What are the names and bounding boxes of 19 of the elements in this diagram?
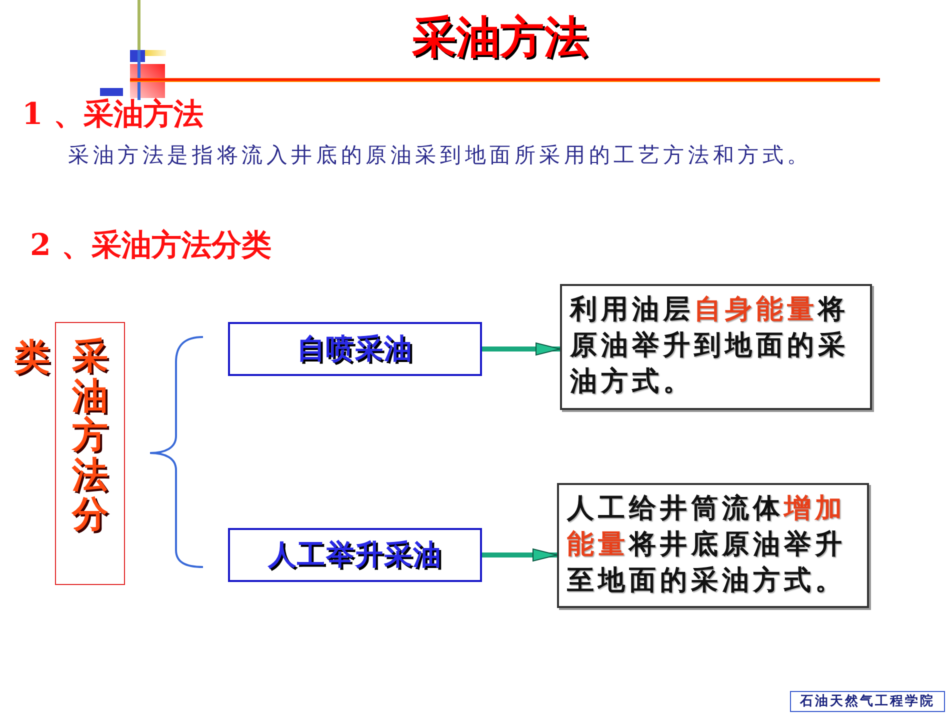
side-character: 类 <box>14 338 50 378</box>
arrow <box>482 548 558 562</box>
arrow <box>482 342 560 356</box>
method-box <box>228 528 482 582</box>
vertical-title: 采油方法分 <box>72 337 108 535</box>
description-text: 人工给井筒流体增加能量将井底原油举升至地面的采油方式。 <box>567 492 847 598</box>
definition-text: 采油方法是指将流入井底的原油采到地面所采用的工艺方法和方式。 <box>68 142 812 169</box>
footer-text: 石油天然气工程学院 <box>800 695 935 708</box>
slide-title: 采油方法 <box>412 12 588 65</box>
description-text: 利用油层自身能量将原油举升到地面的采油方式。 <box>570 293 850 399</box>
method-box <box>228 322 482 376</box>
section-heading: 1 、采油方法 <box>22 97 204 133</box>
description-box <box>557 483 869 608</box>
footer-box <box>790 691 945 712</box>
section-heading: 2 、采油方法分类 <box>30 228 272 264</box>
method-label: 人工举升采油 <box>268 537 442 573</box>
category-box <box>55 322 125 585</box>
description-box <box>560 284 872 410</box>
method-label: 自喷采油 <box>297 331 413 367</box>
